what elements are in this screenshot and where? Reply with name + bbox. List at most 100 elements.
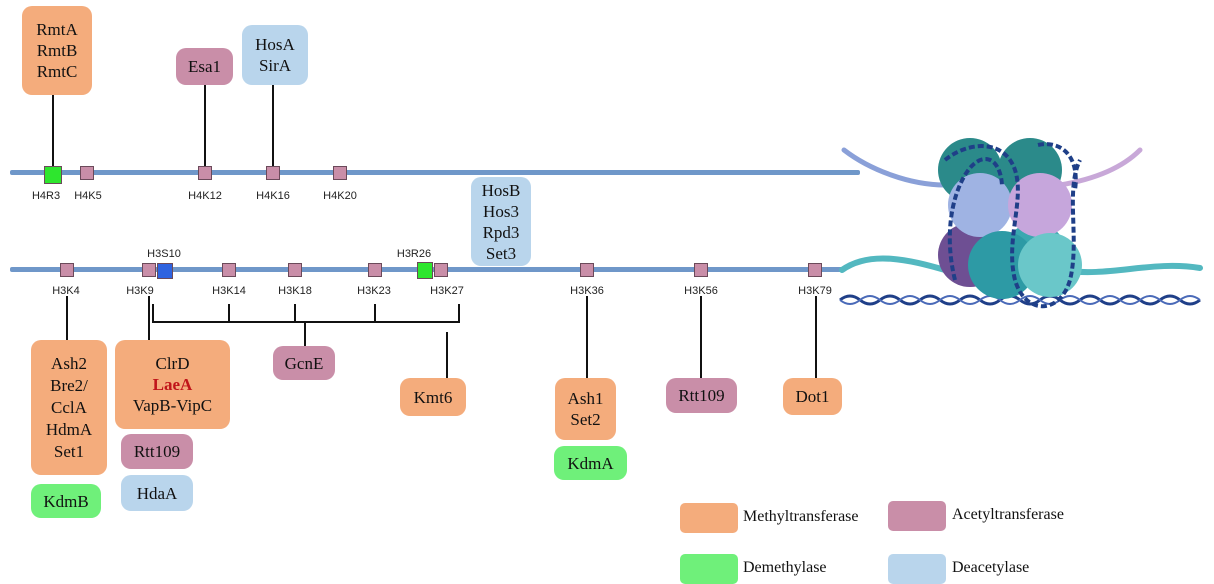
site-h4k16 bbox=[266, 166, 280, 180]
rtt109-k9-text: Rtt109 bbox=[133, 442, 181, 461]
h3k9-connector bbox=[148, 296, 150, 340]
site-h3k14 bbox=[222, 263, 236, 277]
ash2-line-3: CclA bbox=[51, 397, 87, 417]
kdmb-text: KdmB bbox=[43, 491, 89, 511]
box-kmt6: Kmt6 bbox=[400, 378, 466, 416]
gcne-bracket-k23 bbox=[374, 304, 376, 322]
rmt-connector bbox=[52, 95, 54, 167]
gcne-bracket-k18 bbox=[294, 304, 296, 322]
box-ash2: Ash2 Bre2/ CclA HdmA Set1 bbox=[31, 340, 107, 475]
label-h3k14: H3K14 bbox=[212, 285, 246, 297]
clrd-line-2-laea: LaeA bbox=[152, 375, 193, 394]
legend-swatch-demethylase bbox=[680, 554, 738, 584]
site-h3k4 bbox=[60, 263, 74, 277]
clrd-line-3: VapB-VipC bbox=[132, 396, 213, 415]
box-rtt109-k56: Rtt109 bbox=[666, 378, 737, 413]
legend-label-methyltransferase: Methyltransferase bbox=[743, 508, 859, 525]
rtt109-k56-text: Rtt109 bbox=[678, 386, 725, 405]
site-h3k36 bbox=[580, 263, 594, 277]
box-kdmb: KdmB bbox=[31, 484, 101, 518]
label-h3k18: H3K18 bbox=[278, 285, 312, 297]
box-kdma: KdmA bbox=[554, 446, 627, 480]
hosb-line-4: Set3 bbox=[485, 243, 517, 263]
h3k56-connector bbox=[700, 296, 702, 378]
site-h3k56 bbox=[694, 263, 708, 277]
hosb-line-1: HosB bbox=[481, 180, 521, 200]
ash2-line-2: Bre2/ bbox=[50, 375, 88, 395]
rmt-line-3: RmtC bbox=[36, 62, 78, 81]
label-h3k56: H3K56 bbox=[684, 285, 718, 297]
ash2-line-5: Set1 bbox=[53, 441, 85, 461]
label-h3k9: H3K9 bbox=[126, 285, 154, 297]
box-gcne: GcnE bbox=[273, 346, 335, 380]
box-rmt: RmtA RmtB RmtC bbox=[22, 6, 92, 95]
hosb-line-2: Hos3 bbox=[483, 201, 519, 221]
label-h3k27: H3K27 bbox=[430, 285, 464, 297]
gcne-bracket-k14 bbox=[228, 304, 230, 322]
site-h3r26 bbox=[417, 262, 433, 279]
h3k36-connector bbox=[586, 296, 588, 378]
label-h3k36: H3K36 bbox=[570, 285, 604, 297]
site-h4k5 bbox=[80, 166, 94, 180]
site-h3k23 bbox=[368, 263, 382, 277]
dot1-text: Dot1 bbox=[795, 387, 830, 406]
label-h3k23: H3K23 bbox=[357, 285, 391, 297]
site-h3s10 bbox=[157, 263, 173, 279]
gcne-connector bbox=[304, 322, 306, 346]
label-h4r3: H4R3 bbox=[31, 190, 61, 202]
esa1-connector bbox=[204, 85, 206, 167]
site-h3k79 bbox=[808, 263, 822, 277]
box-rtt109-k9: Rtt109 bbox=[121, 434, 193, 469]
legend-swatch-acetyltransferase bbox=[888, 501, 946, 531]
site-h4k20 bbox=[333, 166, 347, 180]
ash1-line-2: Set2 bbox=[570, 410, 601, 429]
kdma-text: KdmA bbox=[567, 453, 614, 473]
site-h4r3 bbox=[44, 166, 62, 184]
label-h3r26: H3R26 bbox=[396, 248, 432, 260]
hosa-connector bbox=[272, 85, 274, 167]
legend-label-acetyltransferase: Acetyltransferase bbox=[952, 506, 1064, 523]
box-ash1: Ash1 Set2 bbox=[555, 378, 616, 440]
gcne-bracket-k9 bbox=[152, 304, 154, 322]
site-h3k9 bbox=[142, 263, 156, 277]
ash1-line-1: Ash1 bbox=[567, 389, 604, 408]
legend-label-demethylase: Demethylase bbox=[743, 559, 827, 576]
ash2-line-1: Ash2 bbox=[51, 353, 87, 373]
hosa-line-1: HosA bbox=[255, 35, 295, 54]
gcne-bracket-bar bbox=[152, 321, 460, 323]
box-hosb: HosB Hos3 Rpd3 Set3 bbox=[471, 177, 531, 266]
hosb-line-3: Rpd3 bbox=[482, 222, 520, 242]
hosa-line-2: SirA bbox=[258, 56, 292, 75]
label-h4k16: H4K16 bbox=[256, 190, 290, 202]
site-h3k27 bbox=[434, 263, 448, 277]
h3k4-connector bbox=[66, 296, 68, 340]
label-h4k5: H4K5 bbox=[74, 190, 102, 202]
label-h3k79: H3K79 bbox=[798, 285, 832, 297]
label-h3s10: H3S10 bbox=[147, 248, 181, 260]
rmt-line-1: RmtA bbox=[36, 20, 78, 39]
gcne-text: GcnE bbox=[284, 353, 324, 373]
legend-swatch-methyltransferase bbox=[680, 503, 738, 533]
h3k79-connector bbox=[815, 296, 817, 378]
gcne-bracket-k27 bbox=[458, 304, 460, 322]
legend-swatch-deacetylase bbox=[888, 554, 946, 584]
box-dot1: Dot1 bbox=[783, 378, 842, 415]
ash2-line-4: HdmA bbox=[45, 419, 93, 439]
hdaa-text: HdaA bbox=[136, 483, 178, 503]
nucleosome-icon bbox=[839, 138, 1203, 309]
h4-backbone bbox=[10, 170, 860, 175]
legend-label-deacetylase: Deacetylase bbox=[952, 559, 1030, 576]
box-hosa: HosA SirA bbox=[242, 25, 308, 85]
site-h3k18 bbox=[288, 263, 302, 277]
site-h4k12 bbox=[198, 166, 212, 180]
kmt6-connector bbox=[446, 332, 448, 378]
label-h4k20: H4K20 bbox=[323, 190, 357, 202]
esa1-text: Esa1 bbox=[187, 57, 222, 76]
label-h3k4: H3K4 bbox=[52, 285, 80, 297]
box-hdaa: HdaA bbox=[121, 475, 193, 511]
kmt6-text: Kmt6 bbox=[413, 387, 453, 407]
clrd-line-1: ClrD bbox=[155, 354, 190, 373]
label-h4k12: H4K12 bbox=[188, 190, 222, 202]
box-clrd: ClrD LaeA VapB-VipC bbox=[115, 340, 230, 429]
box-esa1: Esa1 bbox=[176, 48, 233, 85]
